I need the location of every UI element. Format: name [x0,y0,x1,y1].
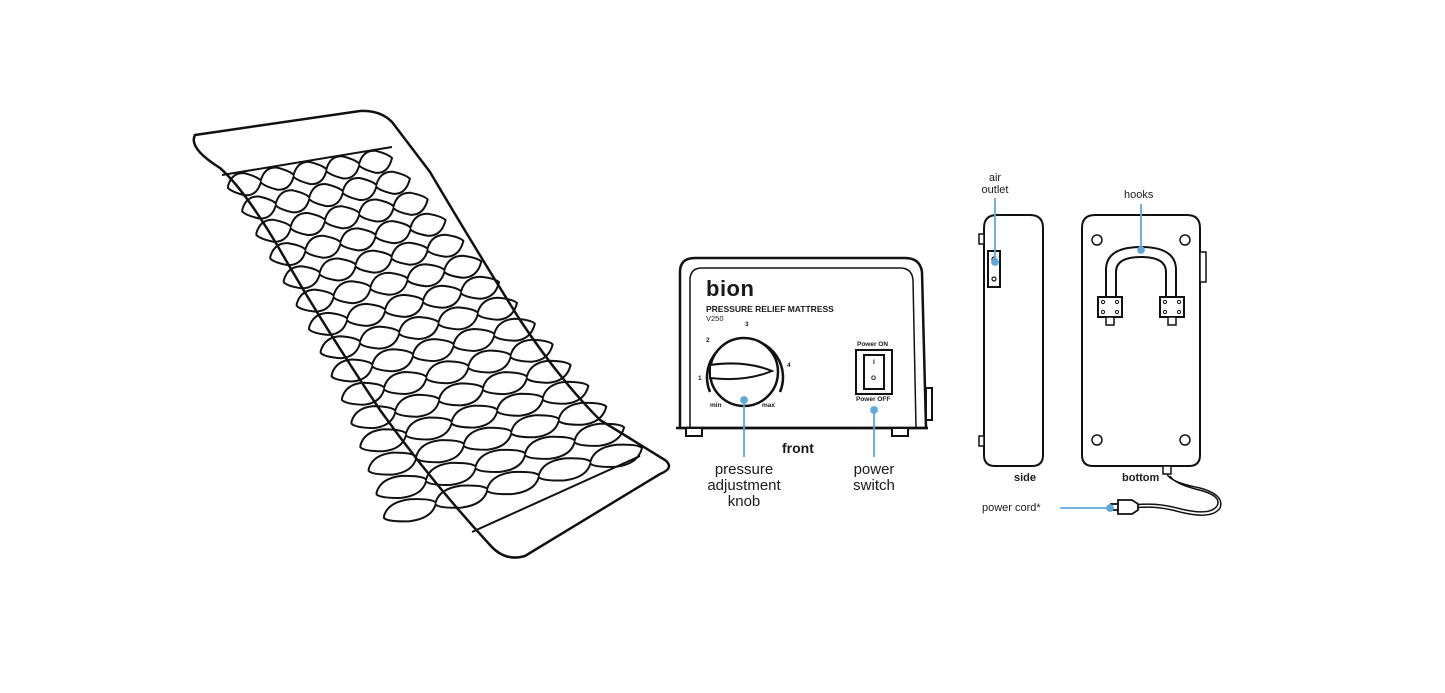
dial-mark-4: 4 [787,362,791,369]
air-cell-row [330,317,537,383]
side-tab [925,387,933,421]
air-cell-row [383,443,644,523]
pump-front-view [676,256,933,437]
knob-callout-line-1: pressure [714,461,774,478]
air-cell-row [255,191,429,243]
air-cell-row [295,254,483,313]
switch-callout-line-2: switch [853,477,895,494]
bottom-view-label: bottom [1122,472,1160,484]
hook-mount-left [1097,296,1123,318]
knob-callout: pressure adjustment knob [700,462,788,510]
air-cell-row [341,338,554,406]
power-on-label: Power ON [857,341,889,348]
dial-mark-2: 2 [706,337,710,344]
dial-max-label: max [762,402,776,409]
air-cell-row [241,170,412,220]
power-switch-rocker[interactable] [863,354,885,390]
foot-right [891,427,909,437]
air-outlet-callout-line-2: outlet [981,184,1009,196]
air-cell-pattern [227,149,644,523]
air-cell-row [308,275,501,336]
air-cell-row [375,422,626,499]
power-off-label: Power OFF [856,396,891,403]
brand-logo: bion [706,276,755,301]
bottom-foot-bl [1091,434,1103,446]
power-cord[interactable] [1120,473,1222,516]
switch-i-mark: I [873,359,875,366]
knob-pointer [709,362,775,381]
air-cell-row [227,149,394,197]
cord-strain-relief [1162,465,1172,475]
air-cell-row [282,233,465,290]
dial-mark-3: 3 [745,321,749,328]
knob-callout-line-3: knob [727,493,761,510]
air-outlet-port [987,250,1001,288]
air-cell-row [367,401,608,476]
pump-side-bottom-views [978,214,1222,516]
product-name: PRESSURE RELIEF MATTRESS [706,304,834,314]
bottom-foot-tl [1091,234,1103,246]
switch-callout: power switch [846,462,902,494]
air-outlet-callout: air outlet [975,172,1015,196]
bottom-side-tab [1199,251,1207,283]
bottom-view-body [1081,214,1201,467]
model-number: V250 [706,314,724,323]
switch-o-mark: O [871,375,877,382]
foot-left [685,427,703,437]
power-cord-callout: power cord* [982,502,1041,514]
front-view-label: front [782,440,814,456]
air-cell-row [269,212,447,267]
bottom-foot-br [1179,434,1191,446]
mattress-outline [192,109,671,559]
side-clip-top [978,233,985,245]
side-clip-bottom [978,435,985,447]
side-view-label: side [1014,472,1037,484]
switch-callout-line-1: power [853,461,895,478]
hooks-callout: hooks [1124,189,1154,201]
air-cell-row [359,380,590,453]
air-cell-row [350,359,572,430]
mattress-illustration [192,109,671,559]
bottom-foot-tr [1179,234,1191,246]
air-outlet-callout-line-1: air [988,172,1002,184]
knob-callout-line-2: adjustment [707,477,781,494]
dial-mark-1: 1 [698,375,702,382]
mattress-bottom-band [471,455,641,533]
air-cell-row [319,296,519,360]
dial-min-label: min [710,402,722,409]
pump-body-inner [689,267,917,429]
hook-mount-right [1159,296,1185,318]
plug-icon [1117,499,1139,515]
